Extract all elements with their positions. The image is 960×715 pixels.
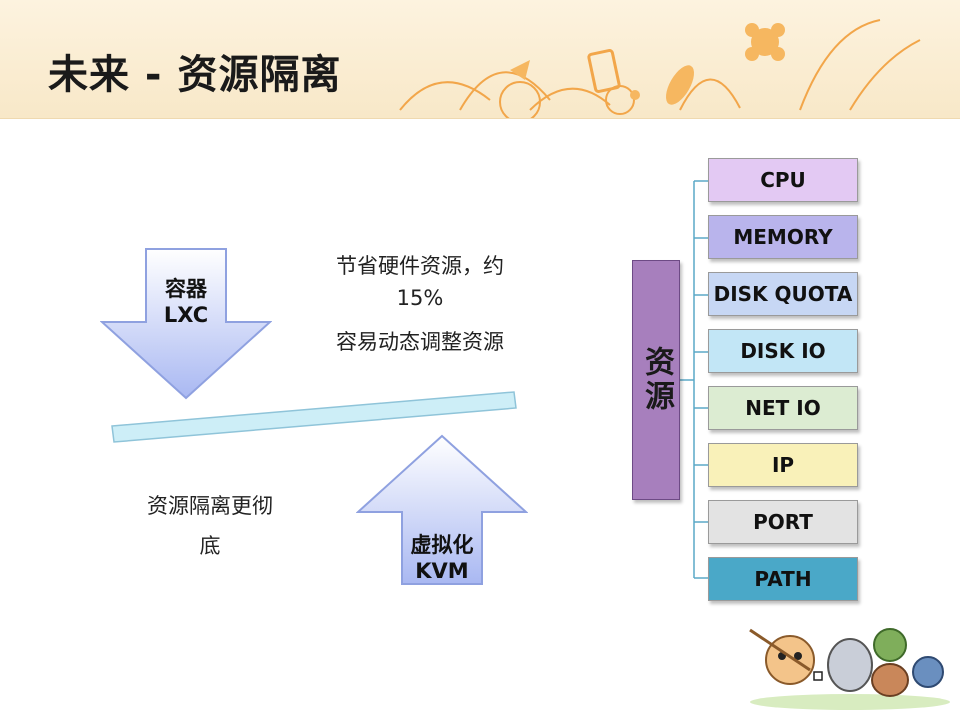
resource-group-box: 资源 — [632, 260, 680, 500]
balance-bar — [111, 391, 517, 443]
vm-up-arrow — [356, 434, 528, 585]
vm-arrow-label: 虚拟化 KVM — [392, 532, 492, 584]
note-line-1: 节省硬件资源，约 — [336, 254, 504, 278]
resource-disk-io: DISK IO — [708, 329, 858, 373]
container-down-arrow — [100, 248, 272, 400]
isolation-note: 资源隔离更彻 底 — [120, 490, 300, 562]
resource-tree-connector — [680, 180, 708, 579]
resource-net-io: NET IO — [708, 386, 858, 430]
vm-arrow-line2: KVM — [415, 559, 469, 583]
container-arrow-label: 容器 LXC — [146, 276, 226, 328]
container-arrow-line1: 容器 — [165, 277, 207, 301]
resource-path: PATH — [708, 557, 858, 601]
container-arrow-line2: LXC — [163, 303, 209, 327]
note-line-3: 容易动态调整资源 — [336, 330, 504, 354]
isolation-line-2: 底 — [199, 534, 221, 558]
benefit-notes: 节省硬件资源，约 15% 容易动态调整资源 — [300, 250, 540, 358]
resource-disk-quota: DISK QUOTA — [708, 272, 858, 316]
floral-decoration-icon — [399, 19, 921, 118]
resource-group-label: 资源 — [639, 346, 674, 414]
header-band — [0, 0, 960, 119]
note-line-2: 15% — [396, 286, 444, 310]
cartoon-characters-icon — [749, 628, 950, 710]
page-title: 未来 - 资源隔离 — [48, 52, 342, 98]
resource-ip: IP — [708, 443, 858, 487]
resource-memory: MEMORY — [708, 215, 858, 259]
vm-arrow-line1: 虚拟化 — [410, 533, 474, 557]
resource-cpu: CPU — [708, 158, 858, 202]
resource-port: PORT — [708, 500, 858, 544]
isolation-line-1: 资源隔离更彻 — [147, 494, 273, 518]
